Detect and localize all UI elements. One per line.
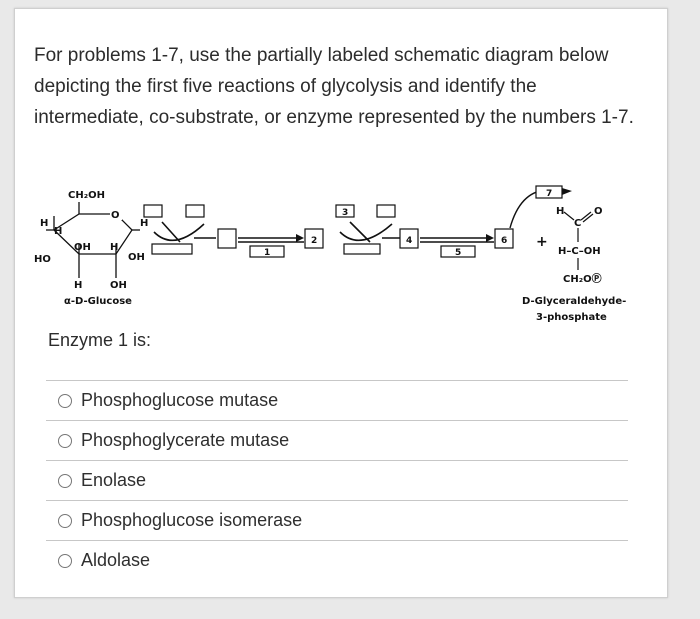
reaction-step-6: 6 +	[494, 228, 548, 250]
option-phosphoglucose-mutase[interactable]: Phosphoglucose mutase	[46, 381, 628, 421]
glucose-ho-left: HO	[34, 254, 51, 265]
g3p-name-line1: D-Glyceraldehyde-	[522, 296, 626, 307]
option-label: Enolase	[81, 470, 147, 490]
option-label: Phosphoglucose mutase	[81, 390, 279, 410]
g3p-ch2op: CH₂OⓅ	[563, 272, 602, 285]
answer-options: Phosphoglucose mutase Phosphoglycerate m…	[46, 380, 628, 580]
radio-button[interactable]	[58, 433, 72, 448]
label-2: 2	[311, 236, 317, 246]
label-4: 4	[406, 236, 412, 246]
plus-sign: +	[536, 234, 548, 250]
label-3: 3	[342, 208, 348, 218]
label-1: 1	[264, 248, 270, 258]
glucose-h-outer: H	[40, 218, 48, 229]
option-aldolase[interactable]: Aldolase	[46, 541, 628, 580]
radio-button[interactable]	[58, 513, 72, 528]
g3p-name-line2: 3-phosphate	[536, 312, 607, 323]
glucose-h-inner: H	[54, 226, 62, 237]
g3p-structure: H C O H–C–OH CH₂OⓅ D-Glyceraldehyde- 3-p…	[522, 206, 626, 323]
label-6: 6	[501, 236, 507, 246]
option-label: Phosphoglucose isomerase	[81, 510, 303, 530]
label-5: 5	[455, 248, 461, 258]
glucose-ch2oh: CH₂OH	[68, 190, 105, 201]
glucose-structure: CH₂OH O H H H OH H HO OH H OH α-D-Glucos…	[34, 190, 148, 307]
glucose-h-right: H	[140, 218, 148, 229]
g3p-hcoh: H–C–OH	[558, 246, 601, 257]
radio-button[interactable]	[58, 553, 72, 568]
glucose-oh-mid: OH	[74, 242, 91, 253]
reaction-step-1: 1	[143, 204, 304, 258]
g3p-c: C	[574, 218, 581, 229]
question-text: For problems 1-7, use the partially labe…	[34, 45, 634, 128]
glucose-h-mid: H	[110, 242, 118, 253]
question-card	[14, 8, 668, 598]
glycolysis-diagram: CH₂OH O H H H OH H HO OH H OH α-D-Glucos…	[34, 185, 626, 323]
radio-button[interactable]	[58, 393, 72, 408]
reaction-step-4: 4 5	[399, 228, 494, 258]
glucose-name: α-D-Glucose	[64, 296, 132, 307]
g3p-h: H	[556, 206, 564, 217]
option-label: Phosphoglycerate mutase	[81, 430, 290, 450]
reaction-step-2: 2	[304, 228, 324, 249]
radio-button[interactable]	[58, 473, 72, 488]
option-phosphoglucose-isomerase[interactable]: Phosphoglucose isomerase	[46, 501, 628, 541]
glucose-oh-right: OH	[128, 252, 145, 263]
enzyme-question: Enzyme 1 is:	[48, 330, 152, 350]
reaction-step-7: 7	[509, 185, 572, 229]
glucose-ring-o: O	[111, 210, 120, 221]
label-7: 7	[546, 189, 552, 199]
option-enolase[interactable]: Enolase	[46, 461, 628, 501]
g3p-o: O	[594, 206, 603, 217]
reaction-step-3: 3	[335, 204, 400, 255]
option-phosphoglycerate-mutase[interactable]: Phosphoglycerate mutase	[46, 421, 628, 461]
options-top-divider	[46, 380, 628, 381]
glucose-h-bottom: H	[74, 280, 82, 291]
option-label: Aldolase	[81, 550, 151, 570]
glucose-oh-bottom: OH	[110, 280, 127, 291]
